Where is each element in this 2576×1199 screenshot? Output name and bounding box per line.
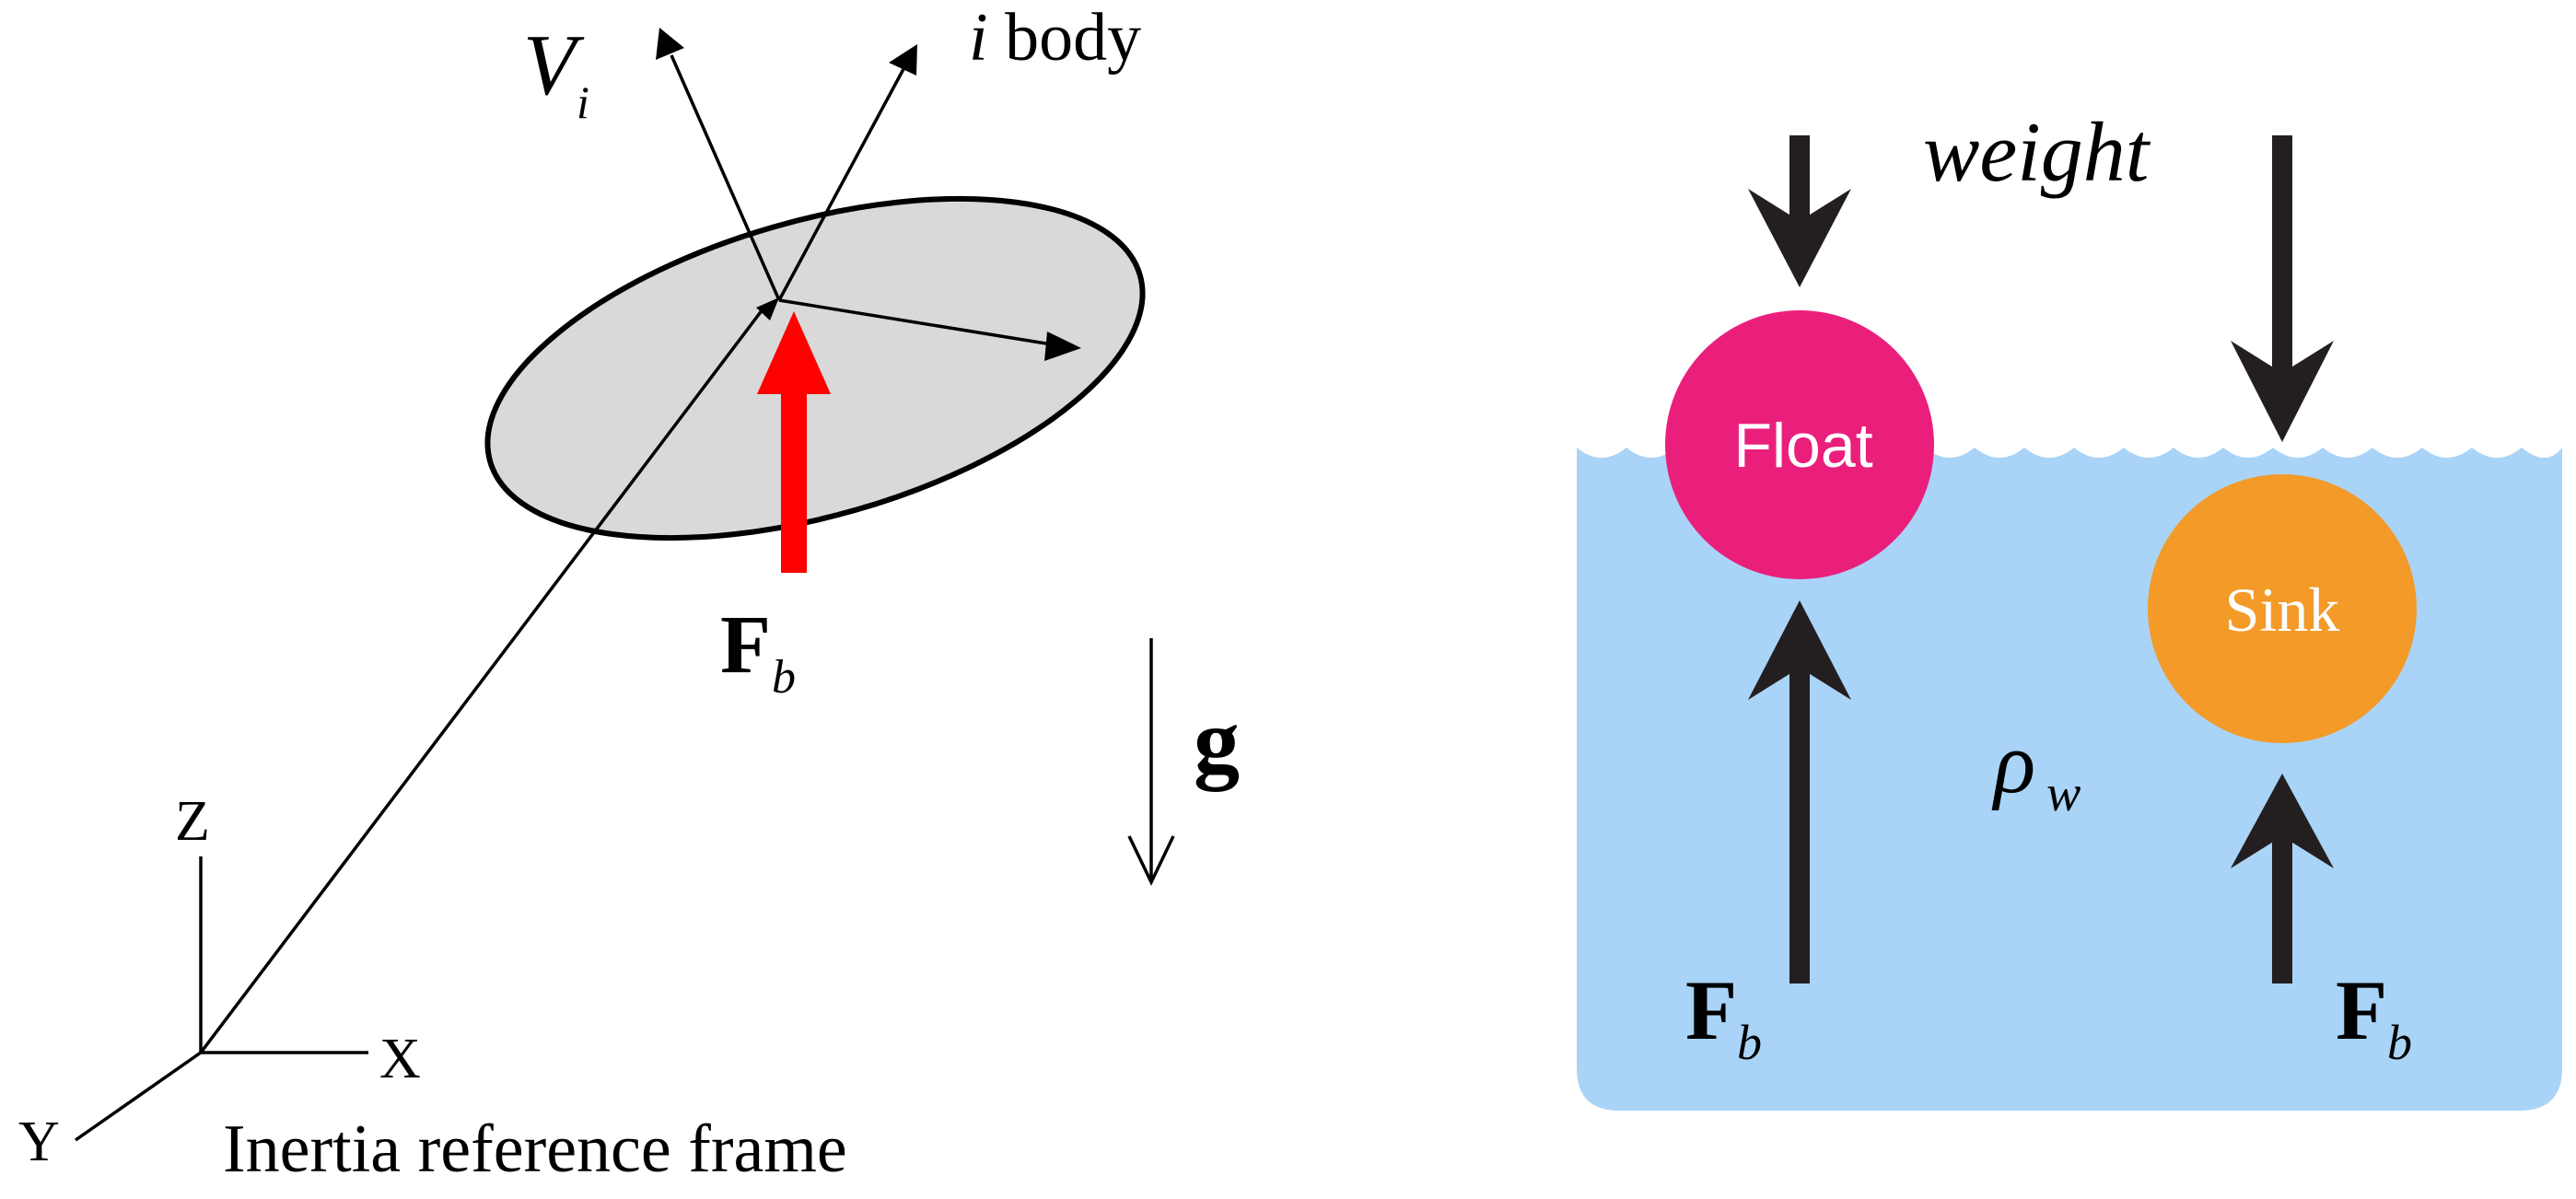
velocity-subscript: i — [577, 76, 589, 128]
buoyancy-right-label: F — [2336, 963, 2387, 1057]
body-axis-third-arrowhead — [1044, 332, 1081, 361]
buoyancy-arrow-right-head — [2231, 774, 2334, 868]
weight-arrow-right-head — [2231, 341, 2334, 442]
inertia-axis-y — [74, 1051, 203, 1142]
density-label: ρ — [1991, 716, 2035, 811]
frame-caption: Inertia reference frame — [223, 1112, 847, 1187]
position-vector-arrowhead — [756, 297, 779, 320]
buoyancy-left-subscript: b — [1737, 1015, 1762, 1070]
body-axis-ibody-arrowhead — [889, 44, 917, 76]
axis-z-label: Z — [175, 790, 210, 853]
body-axis-ibody — [777, 68, 905, 301]
position-vector — [199, 308, 764, 1054]
buoyancy-force-label: F — [720, 600, 771, 691]
float-label: Float — [1733, 411, 1872, 481]
body-axis-vi-arrowhead — [656, 28, 684, 60]
gravity-label: g — [1194, 690, 1240, 792]
right-diagram: weight Float Sink ρ w F b F b — [1577, 105, 2562, 1111]
sink-label: Sink — [2225, 575, 2340, 645]
buoyancy-right-subscript: b — [2387, 1015, 2412, 1070]
body-label: i body — [969, 0, 1141, 76]
axis-x-label: X — [379, 1028, 421, 1090]
buoyancy-arrow-left-head — [1748, 600, 1851, 700]
weight-arrow-left-head — [1748, 189, 1851, 287]
weight-arrow-left-shaft — [1789, 135, 1810, 240]
buoyancy-arrow-head — [757, 311, 831, 394]
left-diagram: V i i body F b g Z X Y Inertia reference… — [18, 0, 1240, 1187]
axis-y-label: Y — [18, 1111, 60, 1173]
buoyancy-force-subscript: b — [772, 651, 796, 704]
buoyancy-arrow-left-shaft — [1789, 645, 1810, 984]
density-subscript: w — [2046, 765, 2081, 822]
float-ball — [1665, 310, 1934, 579]
weight-arrow-right-shaft — [2272, 135, 2292, 393]
buoyancy-arrow-right-shaft — [2272, 815, 2292, 984]
gravity-arrow-head — [1127, 835, 1175, 887]
weight-label: weight — [1923, 105, 2151, 199]
buoyancy-arrow-shaft — [781, 378, 807, 573]
buoyancy-left-label: F — [1685, 963, 1737, 1057]
body-axis-third — [778, 298, 1053, 346]
sink-ball — [2148, 474, 2417, 743]
velocity-label: V — [523, 17, 585, 113]
body-axis-vi — [670, 54, 781, 301]
